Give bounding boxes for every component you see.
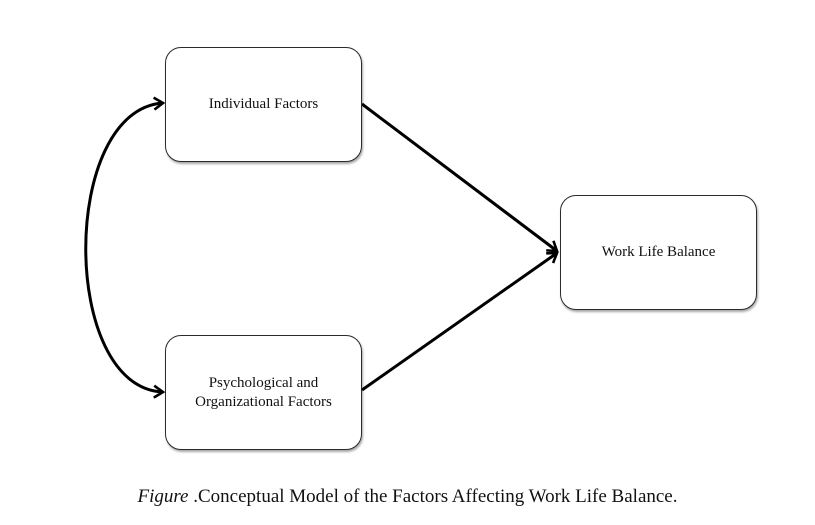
node-psychological-organizational-factors: Psychological and Organizational Factors [165, 335, 362, 450]
arrow-psych-to-wlb [361, 253, 557, 392]
figure-caption: Figure .Conceptual Model of the Factors … [0, 485, 815, 509]
node-work-life-balance: Work Life Balance [560, 195, 757, 310]
node-label: Psychological and Organizational Factors [187, 374, 340, 412]
node-label: Individual Factors [208, 96, 319, 112]
node-label: Work Life Balance [601, 244, 716, 260]
arrow-individual-to-wlb [361, 102, 557, 251]
node-individual-factors: Individual Factors [165, 47, 362, 162]
curved-double-arrow [84, 103, 163, 392]
node-label-line-2: Organizational Factors [195, 393, 332, 410]
caption-prefix: Figure [137, 486, 189, 507]
node-label-line-1: Psychological and [208, 374, 319, 391]
caption-text: .Conceptual Model of the Factors Affecti… [188, 486, 678, 507]
